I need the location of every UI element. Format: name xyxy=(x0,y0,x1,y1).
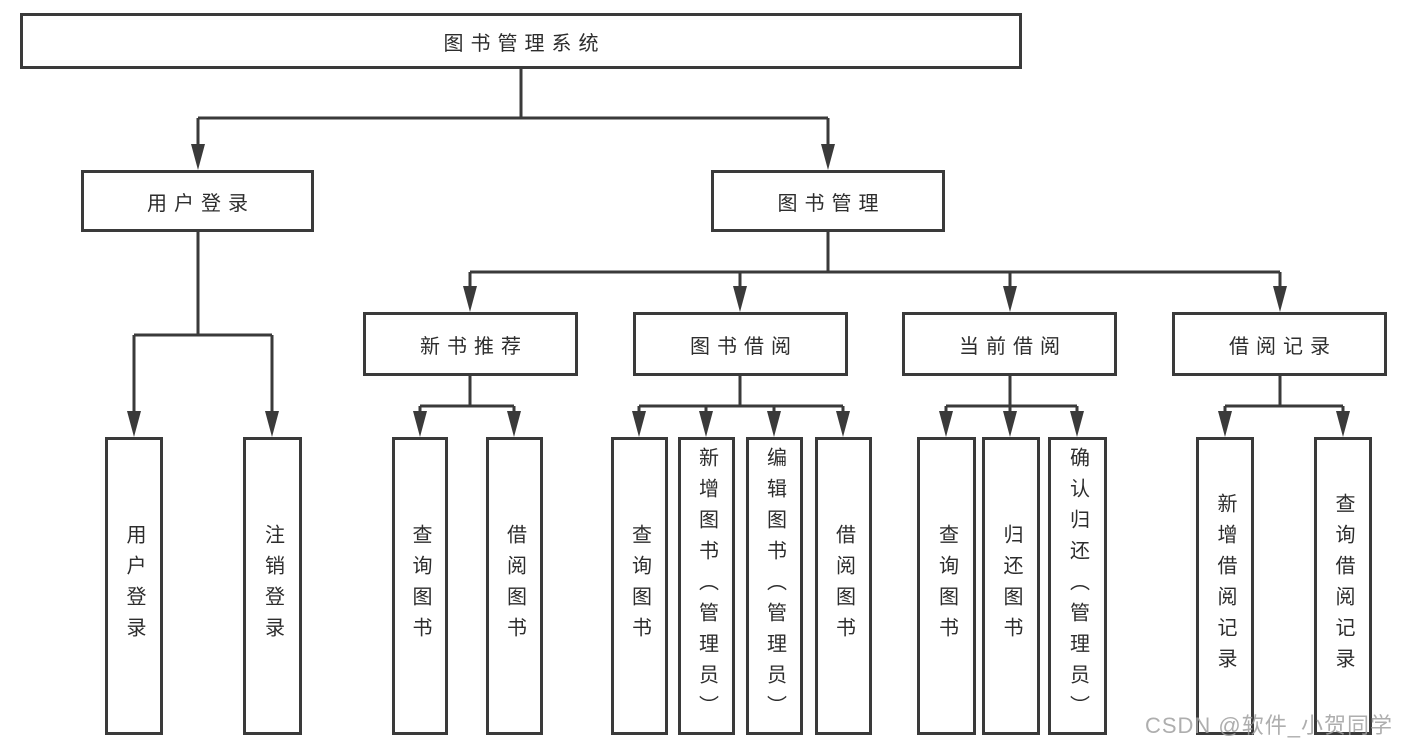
arrowhead-icon xyxy=(507,411,521,437)
leaf-edit-book-admin: 编辑图书（管理员） xyxy=(746,437,803,735)
leaf-query-book-3: 查询图书 xyxy=(917,437,976,735)
node-book-borrow: 图书借阅 xyxy=(633,312,848,376)
connector-branch-4 xyxy=(632,376,850,437)
arrowhead-icon xyxy=(191,144,205,170)
leaf-label: 确认归还（管理员） xyxy=(1066,446,1089,726)
arrowhead-icon xyxy=(413,411,427,437)
leaf-label: 查询借阅记录 xyxy=(1332,493,1354,679)
arrowhead-icon xyxy=(1003,286,1017,312)
arrowhead-icon xyxy=(836,411,850,437)
leaf-add-book-admin: 新增图书（管理员） xyxy=(678,437,735,735)
leaf-borrow-book-1: 借阅图书 xyxy=(486,437,543,735)
connector-branch-3 xyxy=(413,376,521,437)
arrowhead-icon xyxy=(1336,411,1350,437)
csdn-watermark: CSDN @软件_小贺同学 xyxy=(1144,713,1393,738)
arrowhead-icon xyxy=(733,286,747,312)
leaf-label: 查询图书 xyxy=(409,524,431,648)
connector-branch-5 xyxy=(939,376,1084,437)
leaf-label: 查询图书 xyxy=(628,524,651,648)
leaf-label: 注销登录 xyxy=(261,524,284,648)
arrowhead-icon xyxy=(127,411,141,437)
arrowhead-icon xyxy=(1273,286,1287,312)
connector-branch-1 xyxy=(127,232,279,437)
node-new-book-recommend: 新书推荐 xyxy=(363,312,578,376)
arrowhead-icon xyxy=(821,144,835,170)
leaf-user-login: 用户登录 xyxy=(105,437,163,735)
leaf-confirm-return-admin: 确认归还（管理员） xyxy=(1048,437,1107,735)
node-current-borrow: 当前借阅 xyxy=(902,312,1117,376)
leaf-label: 借阅图书 xyxy=(832,524,855,648)
arrowhead-icon xyxy=(699,411,713,437)
arrowhead-icon xyxy=(1218,411,1232,437)
arrowhead-icon xyxy=(463,286,477,312)
arrowhead-icon xyxy=(767,411,781,437)
leaf-return-book: 归还图书 xyxy=(982,437,1040,735)
arrowhead-icon xyxy=(939,411,953,437)
node-user-login: 用户登录 xyxy=(81,170,314,232)
leaf-add-borrow-record: 新增借阅记录 xyxy=(1196,437,1254,735)
connector-branch-2 xyxy=(463,232,1287,312)
leaf-label: 借阅图书 xyxy=(503,524,526,648)
leaf-logout: 注销登录 xyxy=(243,437,302,735)
connector-branch-0 xyxy=(191,69,835,170)
leaf-label: 用户登录 xyxy=(123,524,145,648)
leaf-query-borrow-record: 查询借阅记录 xyxy=(1314,437,1372,735)
leaf-label: 编辑图书（管理员） xyxy=(763,446,786,726)
arrowhead-icon xyxy=(1070,411,1084,437)
arrowhead-icon xyxy=(632,411,646,437)
node-borrow-record: 借阅记录 xyxy=(1172,312,1387,376)
leaf-borrow-book-2: 借阅图书 xyxy=(815,437,872,735)
leaf-label: 归还图书 xyxy=(1000,524,1022,648)
leaf-query-book-2: 查询图书 xyxy=(611,437,668,735)
leaf-query-book-1: 查询图书 xyxy=(392,437,448,735)
arrowhead-icon xyxy=(1003,411,1017,437)
node-book-management: 图书管理 xyxy=(711,170,945,232)
node-root: 图书管理系统 xyxy=(20,13,1022,69)
connector-branch-6 xyxy=(1218,376,1350,437)
leaf-label: 新增图书（管理员） xyxy=(695,446,718,726)
leaf-label: 查询图书 xyxy=(935,524,958,648)
leaf-label: 新增借阅记录 xyxy=(1214,493,1236,679)
arrowhead-icon xyxy=(265,411,279,437)
